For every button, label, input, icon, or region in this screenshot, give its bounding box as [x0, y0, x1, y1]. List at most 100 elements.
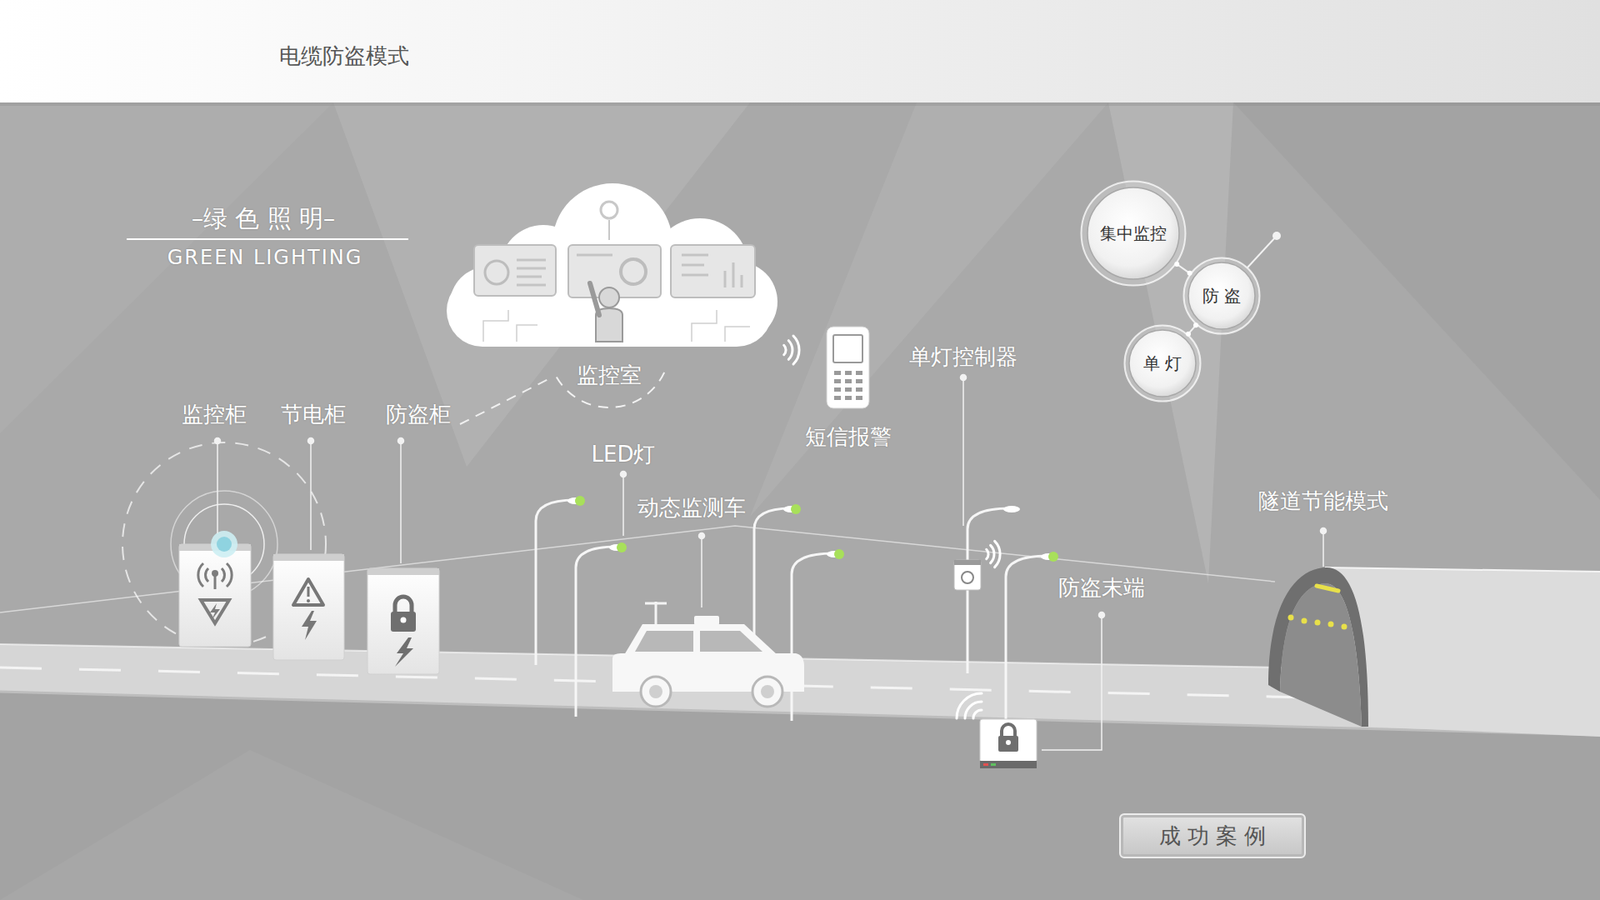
cabinet	[273, 554, 345, 660]
cloud	[681, 254, 709, 257]
phone	[834, 387, 841, 392]
dashed-link	[460, 378, 550, 425]
tunnel	[1315, 620, 1321, 626]
theft-terminal	[1001, 724, 1015, 737]
street-light	[575, 546, 617, 717]
feature-bubble: 防 盗	[1182, 256, 1261, 335]
room-arc	[548, 285, 670, 408]
node-text: 成 功 案 例	[1159, 821, 1267, 851]
car	[760, 685, 775, 699]
cabinet	[390, 611, 416, 632]
page-title: 电缆防盗模式	[279, 41, 410, 71]
cloud	[516, 325, 538, 342]
cabinet	[179, 544, 251, 647]
phone	[834, 379, 841, 384]
light-controller	[961, 571, 974, 584]
cloud	[691, 310, 717, 342]
phone	[855, 370, 863, 375]
cloud	[740, 275, 744, 288]
light-controller	[954, 560, 981, 590]
cabinet	[211, 570, 219, 577]
phone	[826, 326, 870, 409]
cabinet	[200, 600, 230, 624]
phone	[834, 370, 841, 375]
car	[649, 685, 663, 699]
node-dot	[1272, 231, 1281, 240]
feature-bubble: 集中监控	[1080, 180, 1187, 287]
cabinet	[221, 568, 225, 582]
bubble-ring	[1184, 258, 1260, 335]
cloud	[599, 287, 620, 308]
cabinet	[210, 530, 238, 558]
background	[0, 750, 584, 900]
car	[640, 676, 671, 707]
signal-waves	[793, 335, 800, 365]
tunnel	[1341, 624, 1348, 630]
part-label: 单灯控制器	[909, 342, 1018, 372]
cabinet	[367, 568, 440, 575]
signal-waves	[784, 335, 1000, 719]
lamp-head	[790, 504, 801, 515]
signal-waves	[965, 701, 982, 719]
lamp-head	[1048, 551, 1059, 562]
light-controller	[954, 560, 981, 565]
theft-terminal	[983, 763, 989, 766]
node-text: 集中监控	[1100, 222, 1167, 245]
cloud	[516, 267, 546, 270]
lamp-head	[616, 542, 627, 553]
theft-terminal	[980, 719, 1037, 763]
street-light	[535, 500, 575, 665]
bubble-ring	[1125, 325, 1201, 402]
tunnel	[1288, 615, 1295, 621]
room-node: 监控室	[548, 285, 670, 408]
street-light	[1005, 555, 1049, 720]
theft-terminal	[980, 719, 1037, 769]
top-bar	[0, 102, 1600, 106]
underline	[126, 239, 409, 240]
part-label: 防盗末端	[1058, 573, 1145, 603]
background	[1108, 102, 1234, 584]
cabinet	[367, 568, 440, 675]
part-label: 隧道节能模式	[1258, 486, 1389, 516]
leader-line	[400, 440, 402, 564]
car	[700, 630, 763, 652]
cloud	[681, 264, 705, 267]
cloud	[724, 270, 727, 288]
leader-line	[620, 471, 627, 478]
cabinet	[395, 596, 412, 613]
phone	[845, 370, 852, 375]
case-button: 成 功 案 例	[1119, 813, 1306, 859]
top-bar	[0, 0, 1600, 106]
phone	[855, 387, 863, 392]
node-text: 单 灯	[1143, 352, 1182, 375]
cabinet	[273, 554, 345, 660]
cabinet	[301, 610, 317, 640]
leader-line	[960, 375, 967, 381]
car	[624, 624, 778, 655]
top-bar	[0, 0, 1600, 103]
cabinet	[216, 536, 232, 552]
street-light	[791, 553, 835, 721]
node-text: 防 盗	[1202, 285, 1241, 308]
cloud	[483, 310, 509, 342]
cloud	[446, 183, 778, 347]
phone	[845, 379, 852, 384]
leader-line	[1322, 530, 1325, 567]
signal-waves	[990, 545, 995, 563]
part-label: 短信报警	[805, 422, 892, 452]
slogan: –绿 色 照 明–	[191, 202, 336, 236]
cabinet	[307, 586, 310, 597]
lamp-head	[834, 549, 845, 560]
tunnel	[1325, 567, 1600, 572]
part-label: 监控柜	[181, 400, 247, 430]
theft-terminal	[980, 760, 1037, 769]
light-controller	[954, 560, 981, 590]
slogan: GREEN LIGHTING	[167, 245, 364, 270]
car	[645, 602, 667, 605]
phone	[826, 326, 870, 409]
cabinet	[226, 563, 232, 587]
cabinet	[400, 617, 407, 624]
